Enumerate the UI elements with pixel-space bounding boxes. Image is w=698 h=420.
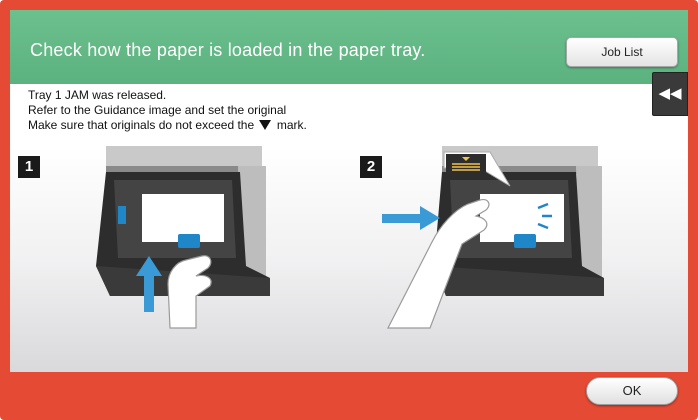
dialog-panel: Check how the paper is loaded in the pap…	[10, 10, 688, 372]
step-2-badge: 2	[360, 156, 382, 178]
message-line-3: Make sure that originals do not exceed t…	[28, 118, 648, 133]
ok-button[interactable]: OK	[586, 377, 678, 405]
guidance-illustration	[96, 146, 604, 329]
guidance-image: 1 2	[10, 146, 688, 372]
paper-sheet	[142, 194, 224, 242]
step1-illustration	[96, 146, 270, 329]
step2-illustration	[382, 146, 604, 329]
header-bar: Check how the paper is loaded in the pap…	[10, 10, 688, 84]
page-title: Check how the paper is loaded in the pap…	[30, 40, 426, 60]
guidance-messages: Tray 1 JAM was released. Refer to the Gu…	[28, 88, 648, 133]
hand-2	[387, 199, 490, 329]
job-list-button[interactable]: Job List	[566, 37, 678, 67]
collapse-left-icon: ◀◀	[658, 85, 682, 102]
message-line-3-end: mark.	[276, 118, 307, 132]
tray-lever	[178, 234, 200, 248]
message-line-3-text: Make sure that originals do not exceed t…	[28, 118, 255, 132]
limit-mark-icon	[259, 120, 272, 130]
collapse-panel-tab[interactable]: ◀◀	[652, 72, 688, 116]
message-line-2: Refer to the Guidance image and set the …	[28, 103, 287, 117]
message-line-1: Tray 1 JAM was released.	[28, 88, 167, 102]
push-up-arrow	[144, 274, 154, 312]
step-1-badge: 1	[18, 156, 40, 178]
machine-body	[106, 146, 262, 166]
push-right-arrow	[382, 214, 422, 223]
hand	[167, 255, 212, 329]
